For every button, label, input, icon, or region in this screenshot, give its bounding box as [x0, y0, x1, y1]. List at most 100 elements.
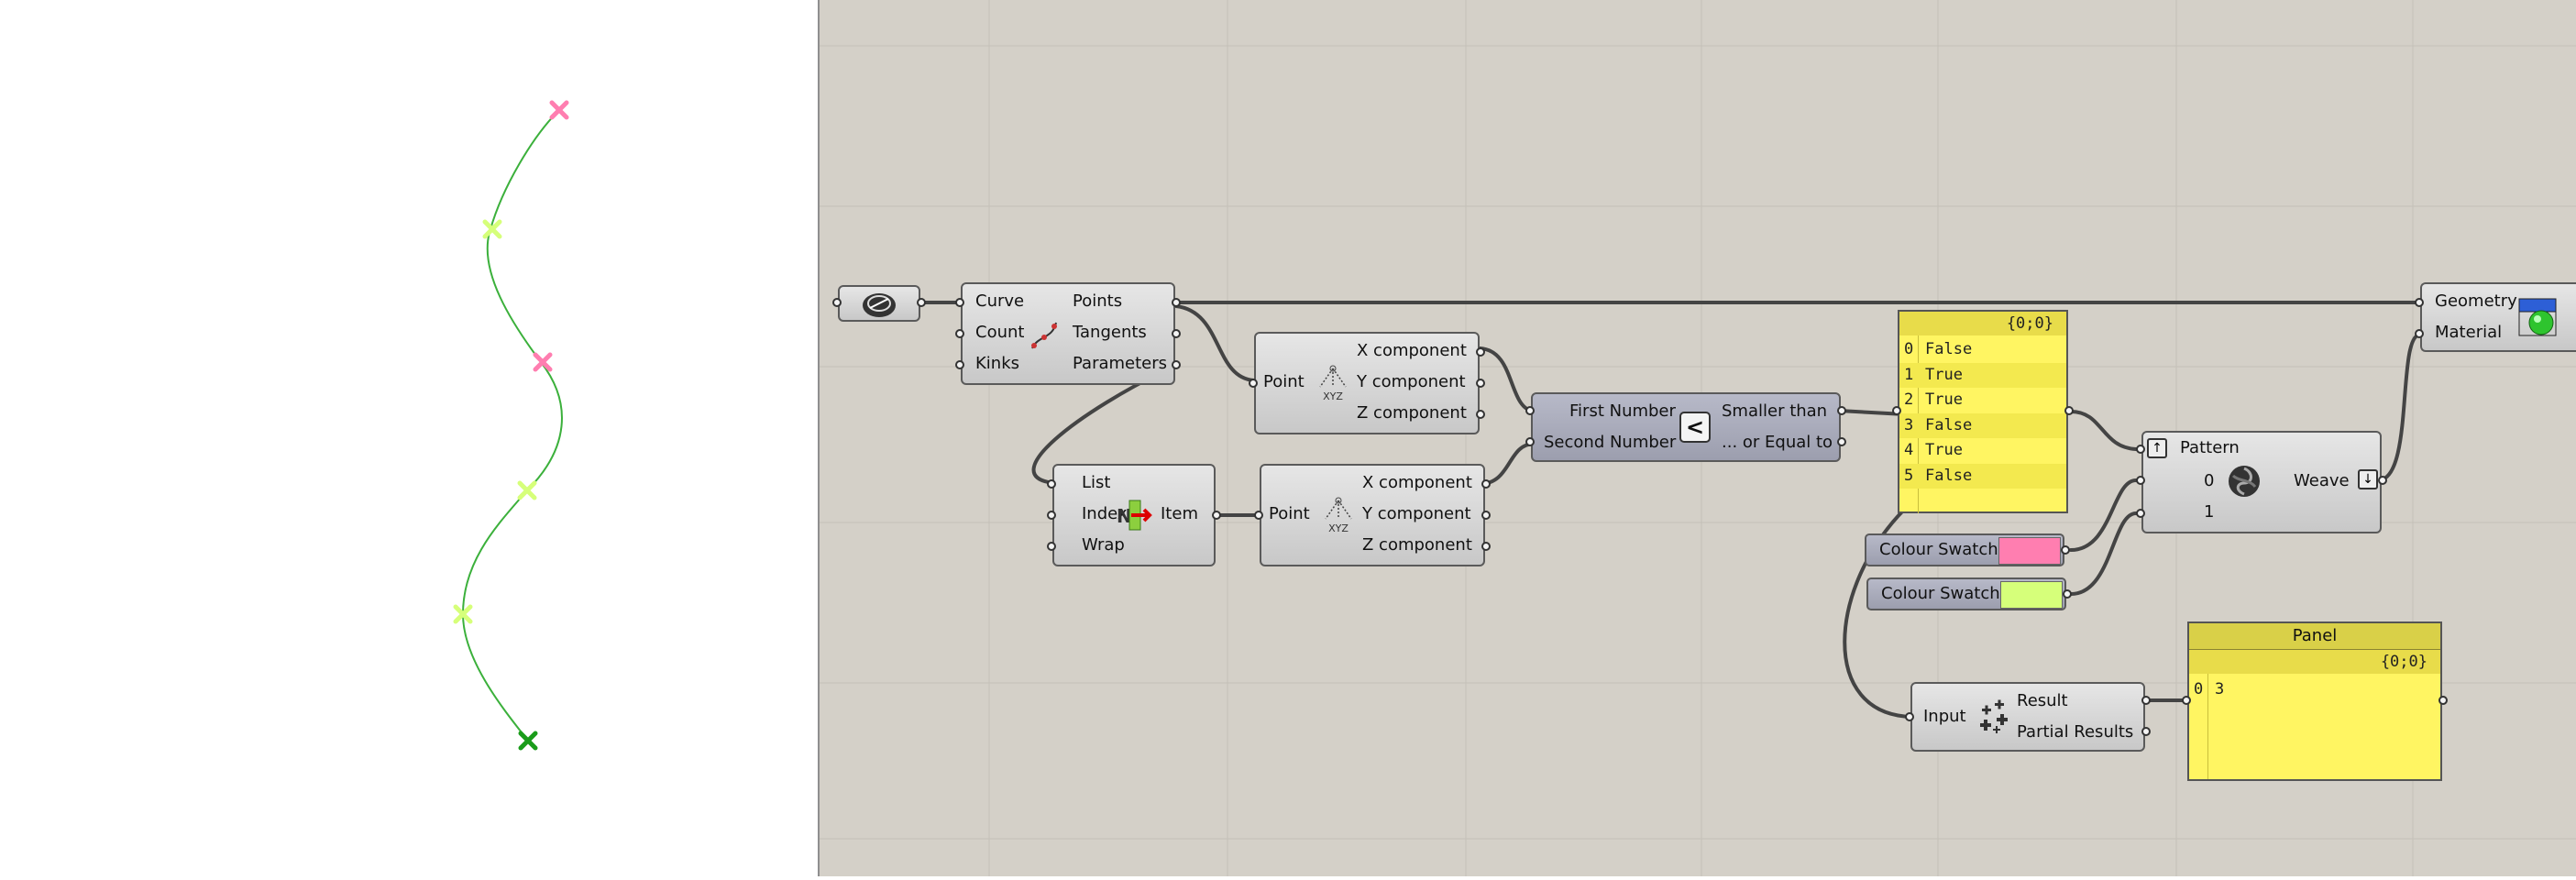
deconstruct1-output-x: X component — [1357, 341, 1467, 360]
compare-input-second: Second Number — [1544, 433, 1677, 452]
list-item-component[interactable]: List Index Wrap N Item — [1052, 464, 1216, 566]
preview-sphere-icon — [2518, 298, 2557, 336]
bool-panel-header: {0;0} — [1899, 312, 2066, 336]
list-item-icon: N — [1117, 500, 1152, 531]
divide-points-port[interactable] — [1172, 298, 1181, 307]
swatch1-output-port[interactable] — [2061, 545, 2070, 555]
bool-panel-row: 0 False — [1899, 337, 2066, 363]
compare-first-port[interactable] — [1525, 406, 1535, 415]
bool-row-index: 2 — [1904, 390, 1914, 409]
divide-curve-component[interactable]: Curve Count Kinks Points Tangents Parame… — [961, 282, 1175, 385]
curve-param-input-port[interactable] — [832, 298, 842, 307]
bool-row-index: 0 — [1904, 340, 1914, 358]
display-input-geometry: Geometry — [2435, 292, 2517, 311]
smaller-than-icon: < — [1679, 412, 1711, 443]
display-geometry-port[interactable] — [2415, 298, 2424, 307]
listitem-output-item: Item — [1161, 504, 1198, 523]
swatch2-output-port[interactable] — [2063, 589, 2072, 599]
result-panel-output-port[interactable] — [2438, 696, 2448, 705]
compare-equal-port[interactable] — [1837, 437, 1846, 446]
swatch2-color[interactable] — [2000, 581, 2063, 609]
weave-pattern-port[interactable] — [2136, 445, 2145, 454]
bool-panel-input-port[interactable] — [1892, 406, 1901, 415]
compare-input-first: First Number — [1569, 402, 1676, 421]
result-panel-title: Panel — [2292, 626, 2338, 645]
deconstruct-point-component-2[interactable]: Point XYZ X component Y component Z comp… — [1260, 464, 1485, 566]
curve-param-icon — [863, 293, 896, 317]
bool-row-value: False — [1925, 340, 1973, 358]
viewport-point-marker — [518, 731, 538, 751]
listitem-wrap-port[interactable] — [1047, 542, 1056, 551]
compare-second-port[interactable] — [1525, 437, 1535, 446]
deconstruct1-point-port[interactable] — [1249, 379, 1258, 388]
massadd-partial-port[interactable] — [2141, 727, 2151, 736]
compare-smaller-port[interactable] — [1837, 406, 1846, 415]
weave-output-port[interactable] — [2378, 476, 2387, 485]
weave-input-1: 1 — [2204, 502, 2215, 522]
weave-output-flag-icon: ↓ — [2358, 469, 2378, 490]
divide-input-count: Count — [975, 323, 1025, 342]
bool-panel-output-port[interactable] — [2064, 406, 2074, 415]
deconstruct-point-component-1[interactable]: Point XYZ X component Y component Z comp… — [1254, 332, 1480, 434]
viewport-curve — [461, 109, 563, 742]
result-panel-input-port[interactable] — [2182, 696, 2191, 705]
result-row-value: 3 — [2215, 680, 2225, 698]
listitem-index-port[interactable] — [1047, 511, 1056, 520]
mass-addition-icon — [1980, 699, 2008, 733]
bool-row-value: False — [1925, 415, 1973, 434]
colour-swatch-1[interactable]: Colour Swatch — [1865, 534, 2064, 566]
curve-param-output-port[interactable] — [917, 298, 926, 307]
swatch1-color[interactable] — [1998, 537, 2061, 565]
deconstruct1-y-port[interactable] — [1476, 379, 1485, 388]
bool-panel-path: {0;0} — [2006, 314, 2053, 333]
deconstruct2-output-x: X component — [1362, 473, 1472, 492]
divide-kinks-port[interactable] — [955, 360, 964, 369]
weave-component[interactable]: ↑ Pattern 0 1 Weave ↓ — [2141, 431, 2382, 534]
deconstruct2-point-port[interactable] — [1254, 511, 1263, 520]
divide-curve-icon — [1031, 322, 1057, 349]
divide-output-points: Points — [1073, 292, 1123, 311]
curve-parameter[interactable] — [838, 285, 920, 322]
weave-1-port[interactable] — [2136, 509, 2145, 518]
deconstruct2-y-port[interactable] — [1481, 511, 1491, 520]
listitem-input-index: Index — [1082, 504, 1128, 523]
deconstruct1-x-port[interactable] — [1476, 347, 1485, 357]
divide-tangents-port[interactable] — [1172, 329, 1181, 338]
colour-swatch-2[interactable]: Colour Swatch — [1866, 578, 2066, 610]
viewport-divider[interactable] — [818, 0, 820, 876]
deconstruct1-z-port[interactable] — [1476, 410, 1485, 419]
deconstruct2-z-port[interactable] — [1481, 542, 1491, 551]
weave-input-0: 0 — [2204, 471, 2215, 490]
custom-preview-component[interactable]: Geometry Material — [2420, 282, 2576, 352]
rhino-viewport[interactable] — [0, 0, 818, 876]
divide-output-parameters: Parameters — [1073, 354, 1168, 373]
bool-row-index: 1 — [1904, 365, 1914, 384]
svg-text:XYZ: XYZ — [1328, 522, 1349, 534]
xyz-icon: XYZ — [1319, 365, 1347, 402]
compare-output-equal: ... or Equal to — [1722, 433, 1833, 452]
result-panel-gutter — [2207, 674, 2208, 779]
grasshopper-canvas[interactable]: Curve Count Kinks Points Tangents Parame… — [820, 0, 2576, 876]
divide-parameters-port[interactable] — [1172, 360, 1181, 369]
listitem-item-port[interactable] — [1212, 511, 1221, 520]
bool-row-index: 4 — [1904, 441, 1914, 459]
bool-row-value: True — [1925, 441, 1963, 459]
smaller-than-component[interactable]: First Number Second Number < Smaller tha… — [1531, 392, 1841, 462]
xyz-icon: XYZ — [1325, 497, 1352, 534]
display-input-material: Material — [2435, 323, 2503, 342]
mass-addition-component[interactable]: Input Result Partial Results — [1910, 682, 2145, 752]
listitem-list-port[interactable] — [1047, 479, 1056, 489]
display-material-port[interactable] — [2415, 329, 2424, 338]
massadd-output-partial: Partial Results — [2017, 722, 2134, 742]
divide-curve-port[interactable] — [955, 298, 964, 307]
massadd-result-port[interactable] — [2141, 696, 2151, 705]
weave-0-port[interactable] — [2136, 476, 2145, 485]
viewport-point-marker — [549, 100, 569, 120]
divide-count-port[interactable] — [955, 329, 964, 338]
massadd-input-port[interactable] — [1905, 712, 1914, 721]
deconstruct2-x-port[interactable] — [1481, 479, 1491, 489]
